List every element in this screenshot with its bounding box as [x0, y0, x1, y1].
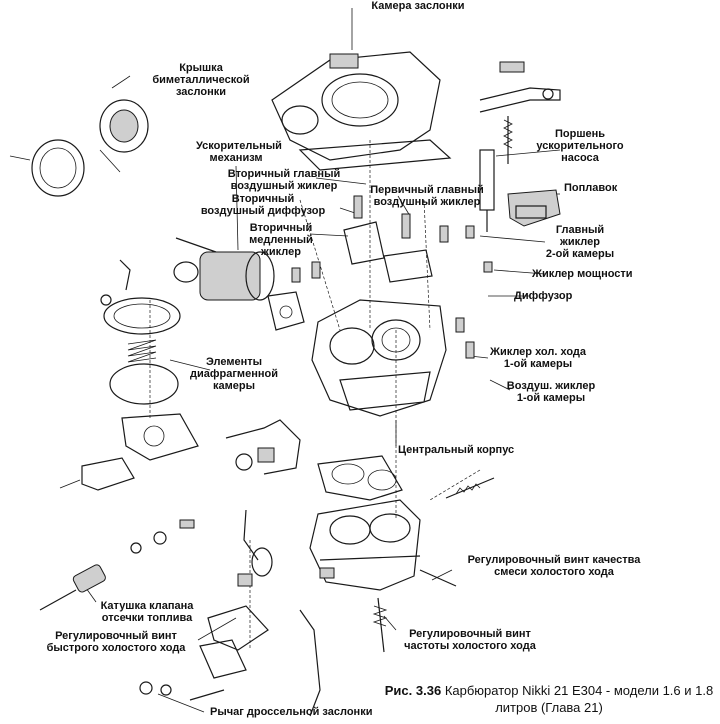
label-accel-pump-piston: Поршень ускорительного насоса: [536, 128, 624, 164]
caption-text: Карбюратор Nikki 21 E304 - модели 1.6 и …: [444, 683, 714, 715]
bimetal-cover: [9, 99, 149, 197]
linkage-top-right: [479, 61, 561, 164]
gasket: [317, 455, 403, 501]
accel-mechanism: [173, 237, 305, 331]
label-fast-idle-screw: Регулировочный винт быстрого холостого х…: [46, 630, 186, 654]
label-throttle-lever: Рычаг дроссельной заслонки: [210, 706, 373, 718]
accel-pump-and-float: [479, 149, 561, 232]
label-accel-mechanism: Ускорительный механизм: [196, 140, 282, 164]
label-throttle-chamber: Камера заслонки: [371, 0, 465, 12]
label-secondary-diffuser: Вторичный воздушный диффузор: [200, 193, 326, 217]
label-secondary-main-jet: Вторичный главный воздушный жиклер: [227, 168, 341, 192]
label-bimetal-cover: Крышка биметаллической заслонки: [152, 62, 250, 98]
label-air-jet-1st: Воздуш. жиклер 1-ой камеры: [506, 380, 596, 404]
label-primary-main-air-jet: Первичный главный воздушный жиклер: [370, 184, 484, 208]
label-float: Поплавок: [564, 182, 618, 194]
label-diaphragm-elements: Элементы диафрагменной камеры: [190, 356, 278, 392]
adjust-screws: [372, 477, 495, 653]
label-diffuser: Диффузор: [514, 290, 573, 302]
diaphragm-chamber: [59, 259, 199, 491]
throttle-chamber: [271, 51, 452, 171]
throttle-body: [309, 499, 421, 591]
jets: [291, 195, 493, 359]
central-body-shape: [311, 299, 447, 417]
caption-prefix: Рис. 3.36: [384, 683, 442, 698]
figure-caption: Рис. 3.36 Карбюратор Nikki 21 E304 - мод…: [383, 682, 715, 716]
assembly-axes: [149, 140, 481, 650]
levers-center: [225, 419, 301, 475]
label-power-jet: Жиклер мощности: [532, 268, 633, 280]
label-fuel-cutoff-coil: Катушка клапана отсечки топлива: [100, 600, 194, 624]
label-central-body: Центральный корпус: [398, 444, 515, 456]
lower-linkage: [139, 509, 321, 717]
label-idle-quality-screw: Регулировочный винт качества смеси холос…: [467, 554, 641, 578]
label-secondary-slow-jet: Вторичный медленный жиклер: [249, 222, 313, 258]
label-idle-speed-screw: Регулировочный винт частоты холостого хо…: [404, 628, 536, 652]
fuel-cutoff-coil: [39, 519, 195, 611]
label-main-jet-2nd: Главный жиклер 2-ой камеры: [545, 224, 615, 260]
label-idle-jet-1st: Жиклер хол. хода 1-ой камеры: [490, 346, 586, 370]
